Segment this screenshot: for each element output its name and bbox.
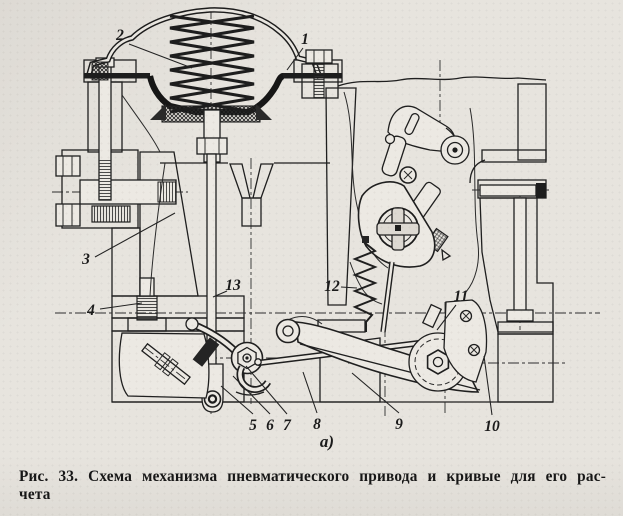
figure-caption-line2: чета bbox=[19, 486, 51, 503]
callout-5: 5 bbox=[249, 417, 257, 434]
left-flange-and-bolts bbox=[55, 57, 177, 332]
callout-13: 13 bbox=[225, 277, 241, 294]
callout-4: 4 bbox=[86, 302, 95, 319]
diaphragm-assembly bbox=[84, 73, 342, 163]
figure-sublabel: а) bbox=[320, 432, 334, 451]
callout-12: 12 bbox=[324, 278, 340, 295]
callout-leaders bbox=[94, 43, 493, 416]
diaphragm-spring bbox=[169, 14, 255, 114]
callout-1: 1 bbox=[301, 31, 309, 48]
return-spring bbox=[352, 236, 378, 332]
callout-10: 10 bbox=[484, 418, 500, 435]
body-top-break-line bbox=[337, 76, 547, 87]
cover-screw bbox=[301, 49, 339, 99]
throttle-shaft-nut bbox=[230, 341, 264, 375]
callout-6: 6 bbox=[266, 417, 274, 434]
callout-2: 2 bbox=[115, 27, 124, 44]
choke-hook-lever bbox=[235, 365, 272, 396]
figure-caption-line1: Рис. 33. Схема механизма пневматического… bbox=[19, 468, 606, 485]
callout-8: 8 bbox=[313, 416, 321, 433]
venturi-and-chamber bbox=[121, 94, 330, 297]
right-body-stud bbox=[469, 159, 546, 322]
figure-caption: Рис. 33. Схема механизма пневматического… bbox=[19, 468, 606, 504]
callout-11: 11 bbox=[454, 288, 469, 305]
callout-9: 9 bbox=[395, 416, 403, 433]
callout-7: 7 bbox=[283, 417, 292, 434]
upper-linkage bbox=[343, 91, 479, 333]
callout-3: 3 bbox=[81, 251, 90, 268]
cam-and-bracket bbox=[408, 299, 488, 392]
